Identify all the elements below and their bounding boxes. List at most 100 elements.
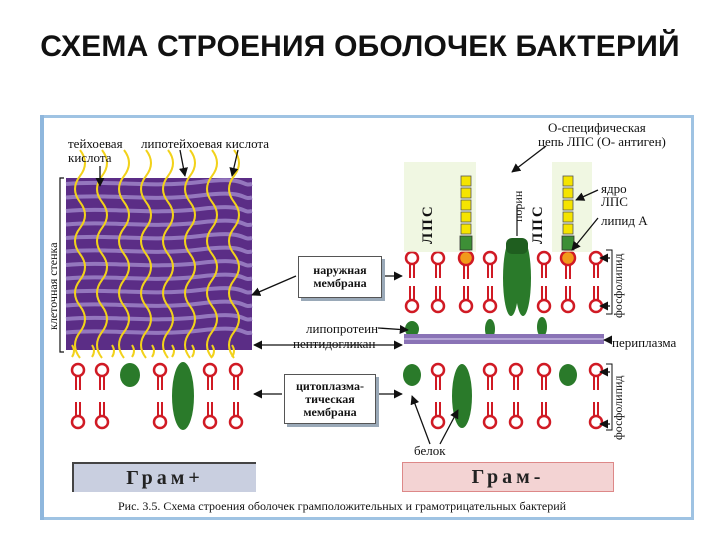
- phospholipid-tail: [233, 376, 239, 390]
- teichoic-acid-strand: [184, 149, 196, 359]
- lipoprotein-label: липопротеин: [306, 321, 379, 336]
- phospholipid-head: [508, 362, 524, 378]
- o-antigen-unit: [460, 199, 472, 211]
- lps-core: [561, 235, 575, 251]
- peptidoglycan-layer: [65, 326, 253, 336]
- lipoprotein: [537, 317, 547, 337]
- phospholipid-tail: [541, 402, 547, 416]
- phospholipid-head: [94, 414, 110, 430]
- phospholipid-head: [482, 298, 498, 314]
- phospholipid-tail: [541, 376, 547, 390]
- gram-negative-outer-membrane: [404, 238, 604, 339]
- o-chain-label: О-специфическая: [548, 120, 646, 135]
- cell-wall-bracket-line: [59, 177, 64, 353]
- cell-wall-bracket: [59, 177, 64, 353]
- cytoplasmic-membrane-label: цитоплазма-: [296, 378, 364, 393]
- lipid-a: [457, 249, 475, 267]
- cytoplasmic-membrane-box: цитоплазма- тическая мембрана: [284, 374, 376, 424]
- lipoteichoic-acid-strand: [211, 344, 215, 358]
- lipoteichoic-arrow-2: [229, 149, 239, 177]
- phospholipid-tail: [157, 402, 163, 416]
- phospholipid-head: [404, 298, 420, 314]
- phospholipid-head: [536, 250, 552, 266]
- phospholipid-head: [70, 362, 86, 378]
- lipoprotein-arrow: [377, 324, 409, 334]
- phospholipid-tail: [593, 264, 599, 278]
- phospholipid-tail: [233, 402, 239, 416]
- gram-positive-label: Грам+: [126, 466, 204, 489]
- lps-label-right: ЛПС: [530, 204, 546, 244]
- porin-label: порин: [511, 190, 525, 222]
- o-antigen-unit: [460, 211, 472, 223]
- lps-chains: [404, 162, 592, 252]
- phospholipid-tail: [207, 402, 213, 416]
- phospholipid-head: [536, 362, 552, 378]
- phospholipid-head: [404, 250, 420, 266]
- outer-membrane-box: наружная мембрана: [298, 256, 382, 298]
- phospholipid-tail: [435, 264, 441, 278]
- phospholipid-head: [202, 362, 218, 378]
- phospholipid-head: [482, 250, 498, 266]
- o-antigen-unit: [562, 223, 574, 235]
- o-antigen-unit: [460, 175, 472, 187]
- phospholipid-head: [482, 414, 498, 430]
- gram-negative-band: Грам-: [402, 462, 614, 492]
- membrane-protein: [559, 364, 577, 386]
- phospholipid-tail: [593, 286, 599, 300]
- phospholipid-head: [430, 414, 446, 430]
- phospholipid-tail: [99, 402, 105, 416]
- gram-positive-cytoplasmic-membrane: [70, 362, 244, 430]
- o-antigen-unit: [562, 211, 574, 223]
- figure-caption: Рис. 3.5. Схема строения оболочек грампо…: [118, 499, 567, 513]
- gram-negative-cytoplasmic-membrane: [403, 362, 604, 430]
- o-antigen-unit: [460, 187, 472, 199]
- outer-membrane-bracket: [606, 249, 613, 315]
- lipoteichoic-acid-strand: [91, 344, 95, 358]
- outer-membrane-label-2: мембрана: [313, 276, 367, 290]
- label-arrows: [95, 145, 613, 445]
- phospholipid-head: [228, 362, 244, 378]
- phospholipid-head: [70, 414, 86, 430]
- phospholipid-head: [202, 414, 218, 430]
- phospholipid-head: [458, 298, 474, 314]
- phospholipid-head: [430, 298, 446, 314]
- phospholipid-tail: [513, 376, 519, 390]
- lipid-a-tail: [463, 265, 469, 279]
- lps-core-label-2: ЛПС: [601, 194, 628, 209]
- o-chain-arrow: [511, 145, 547, 173]
- lps-core-label: ядро: [601, 181, 627, 196]
- teichoic-acid-strand: [162, 149, 174, 359]
- o-antigen-unit: [562, 175, 574, 187]
- teichoic-acid-strand: [228, 149, 240, 359]
- phospholipid-head: [560, 298, 576, 314]
- peptidoglycan-layer: [65, 313, 253, 322]
- o-chain-label-2: цепь ЛПС (О- антиген): [538, 134, 666, 149]
- lipid-a-label: липид А: [601, 213, 648, 228]
- membrane-protein: [403, 364, 421, 386]
- phospholipid-tail: [75, 402, 81, 416]
- phospholipid-tail: [207, 376, 213, 390]
- cytoplasmic-membrane-label-2: тическая: [305, 391, 355, 406]
- peptidoglycan-layer: [65, 191, 253, 201]
- cell-wall-label: клеточная стенка: [46, 242, 60, 330]
- phospholipid-head: [430, 362, 446, 378]
- phospholipid-label-top: фосфолипид: [611, 253, 625, 318]
- phospholipid-tail: [157, 376, 163, 390]
- phospholipid-head: [508, 414, 524, 430]
- lipoteichoic-acid-strand: [71, 344, 75, 358]
- phospholipid-tail: [435, 286, 441, 300]
- lipid-a-tail: [565, 265, 571, 279]
- phospholipid-head: [482, 362, 498, 378]
- phospholipid-tail: [593, 376, 599, 390]
- lipoteichoic-acid-strand: [231, 344, 235, 358]
- gram-positive-band: Грам+: [72, 462, 256, 492]
- phospholipid-tail: [487, 402, 493, 416]
- outer-membrane-label: наружная: [313, 263, 367, 277]
- inner-membrane-bracket: [606, 363, 613, 431]
- phospholipid-tail: [409, 264, 415, 278]
- phospholipid-tail: [487, 264, 493, 278]
- phospholipid-tail: [513, 402, 519, 416]
- lipoteichoic-acid-strand: [131, 344, 135, 358]
- teichoic-acid-strand: [206, 149, 218, 359]
- lps-core: [459, 235, 473, 251]
